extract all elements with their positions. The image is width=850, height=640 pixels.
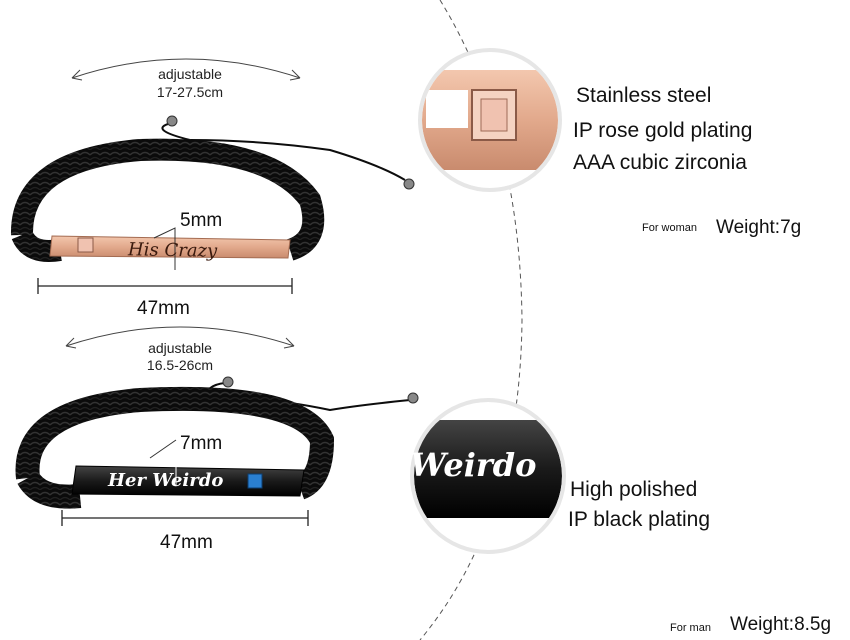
bottom-width-pointer (149, 439, 177, 459)
bottom-adjust-arrow-right (283, 337, 295, 349)
for-woman-label: For woman (642, 222, 698, 234)
top-adjust-arc (71, 58, 301, 79)
bottom-bracelet (15, 376, 419, 509)
top-adjust-arrow-left (71, 69, 83, 81)
woman-weight: Weight:7g (716, 217, 802, 238)
top-length-label: 47mm (137, 298, 190, 319)
spec-line-5: IP black plating (568, 508, 711, 531)
top-width-label: 5mm (180, 210, 223, 231)
spec-line-4: High polished (570, 478, 698, 501)
spec-line-2: IP rose gold plating (573, 119, 753, 142)
spec-line-3: AAA cubic zirconia (573, 151, 747, 174)
blue-cubic-zirconia-icon (247, 473, 263, 489)
for-man-label: For man (670, 622, 711, 634)
top-width-line (153, 227, 176, 270)
top-length-line (37, 278, 293, 294)
bottom-length-label: 47mm (160, 532, 213, 553)
top-adjustable-label: adjustable (158, 66, 222, 82)
bottom-size-range: 16.5-26cm (146, 357, 214, 373)
man-weight: Weight:8.5g (730, 614, 832, 635)
top-bracelet (10, 115, 415, 262)
pink-cubic-zirconia-icon (77, 237, 94, 253)
bottom-adjustable-label: adjustable (148, 340, 212, 356)
bottom-width-label: 7mm (180, 433, 223, 454)
zoom-pink-stone-icon (480, 98, 508, 132)
top-size-range: 17-27.5cm (156, 84, 224, 100)
dashed-divider-curve (419, 0, 523, 640)
top-engraving: His Crazy (127, 239, 218, 262)
bottom-zoom-circle (410, 398, 566, 554)
top-zoom-circle (418, 48, 562, 192)
bottom-adjust-arc (65, 326, 295, 347)
zoom-engraving: Weirdo (410, 446, 537, 484)
bottom-length-line (61, 510, 309, 526)
bottom-adjust-arrow-left (65, 337, 77, 349)
top-adjust-arrow-right (289, 69, 301, 81)
bottom-engraving: Her Weirdo (108, 470, 224, 491)
spec-line-1: Stainless steel (576, 84, 712, 107)
